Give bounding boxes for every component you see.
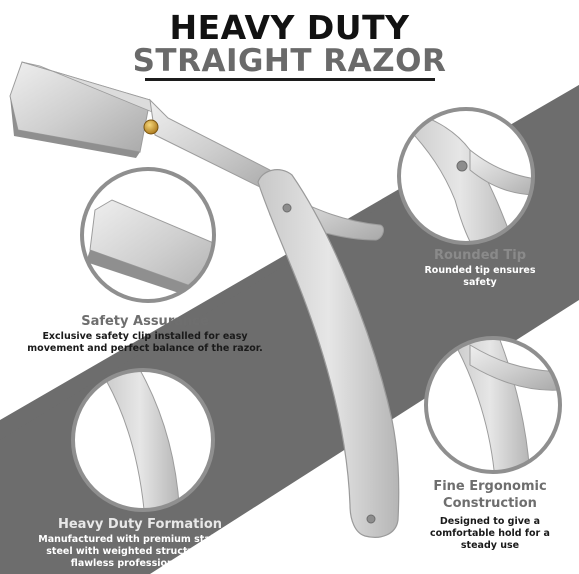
desc-line: Designed to give a bbox=[439, 516, 541, 527]
safety-assurance-description: Exclusive safety clip installed for easy… bbox=[0, 331, 290, 355]
title-underline bbox=[145, 78, 435, 81]
title-line: Fine Ergonomic bbox=[433, 479, 547, 494]
desc-line: Manufactured with premium stainless bbox=[38, 534, 242, 545]
desc-line: Rounded tip ensures bbox=[424, 265, 536, 276]
desc-line: steel with weighted structure for a bbox=[46, 546, 234, 557]
zoom-circle-ergonomic bbox=[424, 336, 562, 474]
handle-rivet-bottom bbox=[366, 514, 376, 524]
desc-line: steady use bbox=[460, 540, 520, 551]
rounded-tip-title: Rounded Tip bbox=[433, 248, 527, 263]
desc-line: Exclusive safety clip installed for easy bbox=[42, 331, 248, 342]
title-line-2: STRAIGHT RAZOR bbox=[132, 43, 447, 79]
heavy-duty-description: Manufactured with premium stainless stee… bbox=[35, 534, 245, 570]
desc-line: safety bbox=[463, 277, 497, 288]
desc-line: movement and perfect balance of the razo… bbox=[27, 343, 263, 354]
zoom-circle-safety bbox=[80, 167, 216, 303]
ergonomic-title: Fine Ergonomic Construction bbox=[400, 478, 579, 512]
desc-line: comfortable hold for a bbox=[430, 528, 550, 539]
safety-assurance-title: Safety Assurance bbox=[81, 314, 209, 329]
razor-blade bbox=[9, 61, 281, 189]
handle-rivet-top bbox=[282, 203, 292, 213]
title-line-1: HEAVY DUTY bbox=[169, 8, 410, 47]
heavy-duty-title: Heavy Duty Formation bbox=[57, 517, 223, 532]
zoom-circle-heavy-duty bbox=[71, 368, 215, 512]
desc-line: flawless professional use. bbox=[70, 558, 210, 569]
zoom-circle-rounded-tip bbox=[397, 107, 535, 245]
razor-handle bbox=[257, 169, 400, 538]
title-line: Construction bbox=[443, 496, 537, 511]
blade-pivot-pin bbox=[143, 119, 159, 135]
ergonomic-description: Designed to give a comfortable hold for … bbox=[400, 516, 579, 552]
rounded-tip-description: Rounded tip ensures safety bbox=[395, 265, 565, 289]
